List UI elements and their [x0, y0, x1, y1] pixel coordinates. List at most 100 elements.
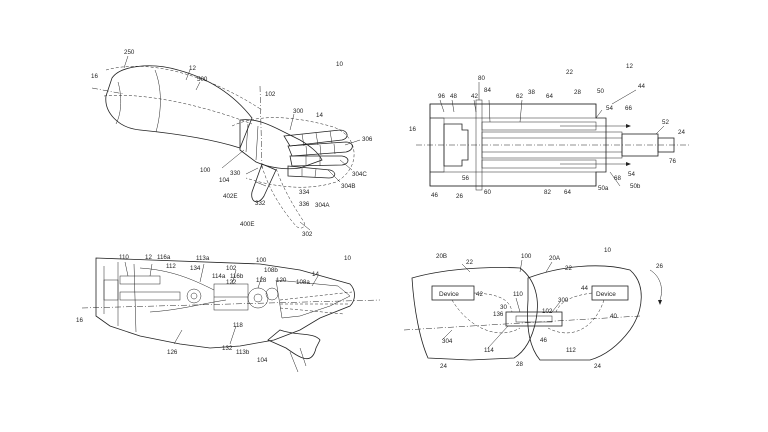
- figure-prosthetic-arm: [91, 55, 361, 231]
- device-left-label: Device: [439, 291, 459, 298]
- fig3-label-120: 120: [276, 277, 287, 284]
- fig4-label-22-right: 22: [565, 265, 572, 272]
- fig1-label-332: 332: [255, 200, 266, 207]
- fig1-label-304C: 304C: [352, 171, 367, 178]
- fig4-label-114: 114: [484, 347, 494, 354]
- fig2-label-66: 66: [625, 105, 632, 112]
- fig2-label-80: 80: [478, 75, 485, 82]
- fig3-label-134: 134: [190, 265, 201, 272]
- fig1-label-500: 500: [197, 76, 208, 83]
- fig2-label-38: 38: [528, 89, 535, 96]
- fig3-label-108a: 108a: [296, 279, 310, 286]
- fig3-label-132: 132: [222, 345, 233, 352]
- fig2-label-50b: 50b: [630, 183, 641, 190]
- fig2-label-68: 68: [614, 175, 621, 182]
- fig1-label-16: 16: [91, 73, 98, 80]
- fig3-label-110: 110: [119, 254, 129, 261]
- fig2-label-50: 50: [597, 88, 604, 95]
- fig1-label-330: 330: [230, 170, 241, 177]
- fig3-label-16: 16: [76, 317, 83, 324]
- fig3-label-114a: 114a: [212, 273, 226, 280]
- fig2-label-84: 84: [484, 87, 491, 94]
- fig3-label-10: 10: [344, 255, 351, 262]
- fig3-label-14: 14: [312, 271, 319, 278]
- fig4-label-10: 10: [604, 247, 611, 254]
- fig4-label-44: 44: [581, 285, 588, 292]
- fig4-label-28: 28: [516, 361, 523, 368]
- fig1-label-250: 250: [124, 49, 135, 56]
- fig2-label-42: 42: [471, 93, 478, 100]
- fig3-label-100: 100: [256, 257, 267, 264]
- fig1-label-334: 334: [299, 189, 310, 196]
- fig1-label-104: 104: [219, 177, 230, 184]
- fig2-label-48: 48: [450, 93, 457, 100]
- fig2-label-62: 62: [516, 93, 523, 100]
- fig1-label-304B: 304B: [341, 183, 355, 190]
- fig3-label-104: 104: [257, 357, 268, 364]
- fig4-label-136: 136: [493, 311, 504, 318]
- fig1-label-400E: 400E: [240, 221, 254, 228]
- fig2-label-28: 28: [574, 89, 581, 96]
- fig4-label-20B: 20B: [436, 253, 447, 260]
- fig1-label-10: 10: [336, 61, 343, 68]
- figure-device-pair: [403, 259, 662, 361]
- fig1-label-100: 100: [200, 167, 211, 174]
- fig4-label-102: 102: [542, 308, 553, 315]
- fig1-label-302: 302: [302, 231, 313, 238]
- fig4-label-42: 42: [476, 291, 483, 298]
- fig2-label-96: 96: [438, 93, 445, 100]
- fig2-label-46: 46: [431, 192, 438, 199]
- fig2-label-24: 24: [678, 129, 685, 136]
- fig2-label-64: 64: [546, 93, 553, 100]
- fig3-label-116b: 116b: [230, 273, 244, 280]
- fig4-label-46: 46: [540, 337, 547, 344]
- fig4-label-40: 40: [610, 313, 617, 320]
- fig2-label-26: 26: [456, 193, 463, 200]
- fig3-label-118: 118: [233, 322, 243, 329]
- fig4-label-30: 30: [500, 304, 507, 311]
- fig4-label-22-left: 22: [466, 259, 473, 266]
- fig4-label-100: 100: [521, 253, 532, 260]
- fig2-label-76: 76: [669, 158, 676, 165]
- fig3-label-116a: 116a: [157, 254, 171, 261]
- fig1-label-402E: 402E: [223, 193, 237, 200]
- fig3-label-122: 122: [226, 279, 237, 286]
- fig2-label-82: 82: [544, 189, 551, 196]
- fig2-label-50a: 50a: [598, 185, 609, 192]
- fig1-label-304A: 304A: [315, 202, 330, 209]
- fig3-label-112: 112: [166, 263, 176, 270]
- fig2-label-16: 16: [409, 126, 416, 133]
- fig3-label-108b: 108b: [264, 267, 278, 274]
- fig3-label-126: 126: [167, 349, 178, 356]
- figure-wrist-mechanism: [81, 257, 381, 373]
- fig2-label-44: 44: [638, 83, 645, 90]
- fig2-label-52: 52: [662, 119, 669, 126]
- device-right-label: Device: [596, 291, 616, 298]
- fig2-label-64b: 64: [564, 189, 571, 196]
- fig4-label-300: 300: [558, 297, 569, 304]
- fig3-label-113a: 113a: [196, 255, 210, 262]
- fig4-label-20A: 20A: [549, 255, 561, 262]
- fig1-label-12: 12: [189, 65, 196, 72]
- fig2-label-12: 12: [626, 63, 633, 70]
- fig2-label-54: 54: [606, 105, 613, 112]
- fig1-label-14: 14: [316, 112, 323, 119]
- fig4-label-304: 304: [442, 338, 453, 345]
- fig3-label-113b: 113b: [236, 349, 250, 356]
- fig1-label-102: 102: [265, 91, 276, 98]
- fig4-label-26: 26: [656, 263, 663, 270]
- fig3-label-12: 12: [145, 254, 152, 261]
- fig2-label-56: 56: [462, 175, 469, 182]
- fig4-label-112: 112: [566, 347, 576, 354]
- fig2-label-54b: 54: [628, 171, 635, 178]
- fig4-label-24-right: 24: [594, 363, 601, 370]
- fig3-label-102: 102: [226, 265, 237, 272]
- fig1-label-300: 300: [293, 108, 304, 115]
- fig1-label-306: 306: [362, 136, 373, 143]
- fig4-label-110: 110: [513, 291, 523, 298]
- fig1-label-336: 336: [299, 201, 310, 208]
- fig2-label-22: 22: [566, 69, 573, 76]
- fig2-label-60: 60: [484, 189, 491, 196]
- fig4-label-24-left: 24: [440, 363, 447, 370]
